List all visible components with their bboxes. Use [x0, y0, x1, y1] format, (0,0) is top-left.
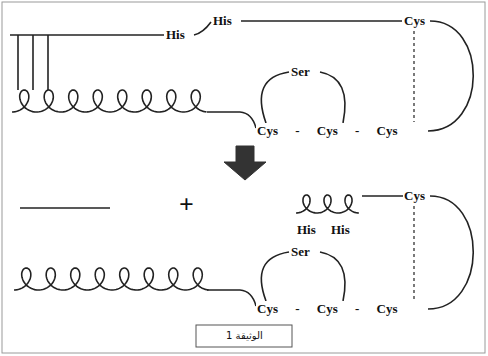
chain-segment — [207, 290, 256, 306]
chain-fragment — [20, 207, 110, 209]
ser-loop — [320, 72, 345, 123]
chain-segment — [241, 20, 402, 22]
chain-loop — [428, 21, 473, 131]
alpha-helix — [12, 90, 207, 112]
helix-group — [12, 90, 359, 290]
bond-line — [47, 35, 49, 90]
disulfide-bridge — [413, 206, 414, 300]
residue-chain-label: Cys - Cys - Cys — [256, 301, 399, 316]
residue-label: Cys — [403, 188, 426, 203]
residue-label: Ser — [290, 64, 311, 79]
residue-label: His — [296, 222, 317, 237]
residue-label: His — [212, 13, 233, 28]
process-arrow — [224, 146, 266, 180]
chain-lines — [10, 21, 473, 309]
figure-border — [2, 2, 485, 353]
chain-segment — [362, 195, 404, 197]
ser-loop — [320, 252, 345, 301]
plus-sign: + — [178, 190, 195, 220]
ser-loop — [261, 72, 289, 123]
chain-loop — [428, 196, 473, 309]
residue-label: Cys — [403, 13, 426, 28]
caption-frame — [196, 325, 292, 347]
ser-loop — [261, 252, 289, 301]
chain-segment — [194, 22, 211, 35]
residue-chain-label: Cys - Cys - Cys — [256, 123, 399, 138]
alpha-helix — [14, 268, 209, 290]
residue-label: His — [330, 222, 351, 237]
figure-caption: الوثيقة 1 — [226, 329, 263, 343]
disulfide-bridge — [413, 31, 414, 122]
alpha-helix — [296, 195, 359, 213]
residue-label: Ser — [290, 244, 311, 259]
bond-line — [17, 35, 19, 90]
residue-label: His — [165, 27, 186, 42]
bond-line — [32, 35, 34, 90]
chain-segment — [207, 112, 256, 128]
